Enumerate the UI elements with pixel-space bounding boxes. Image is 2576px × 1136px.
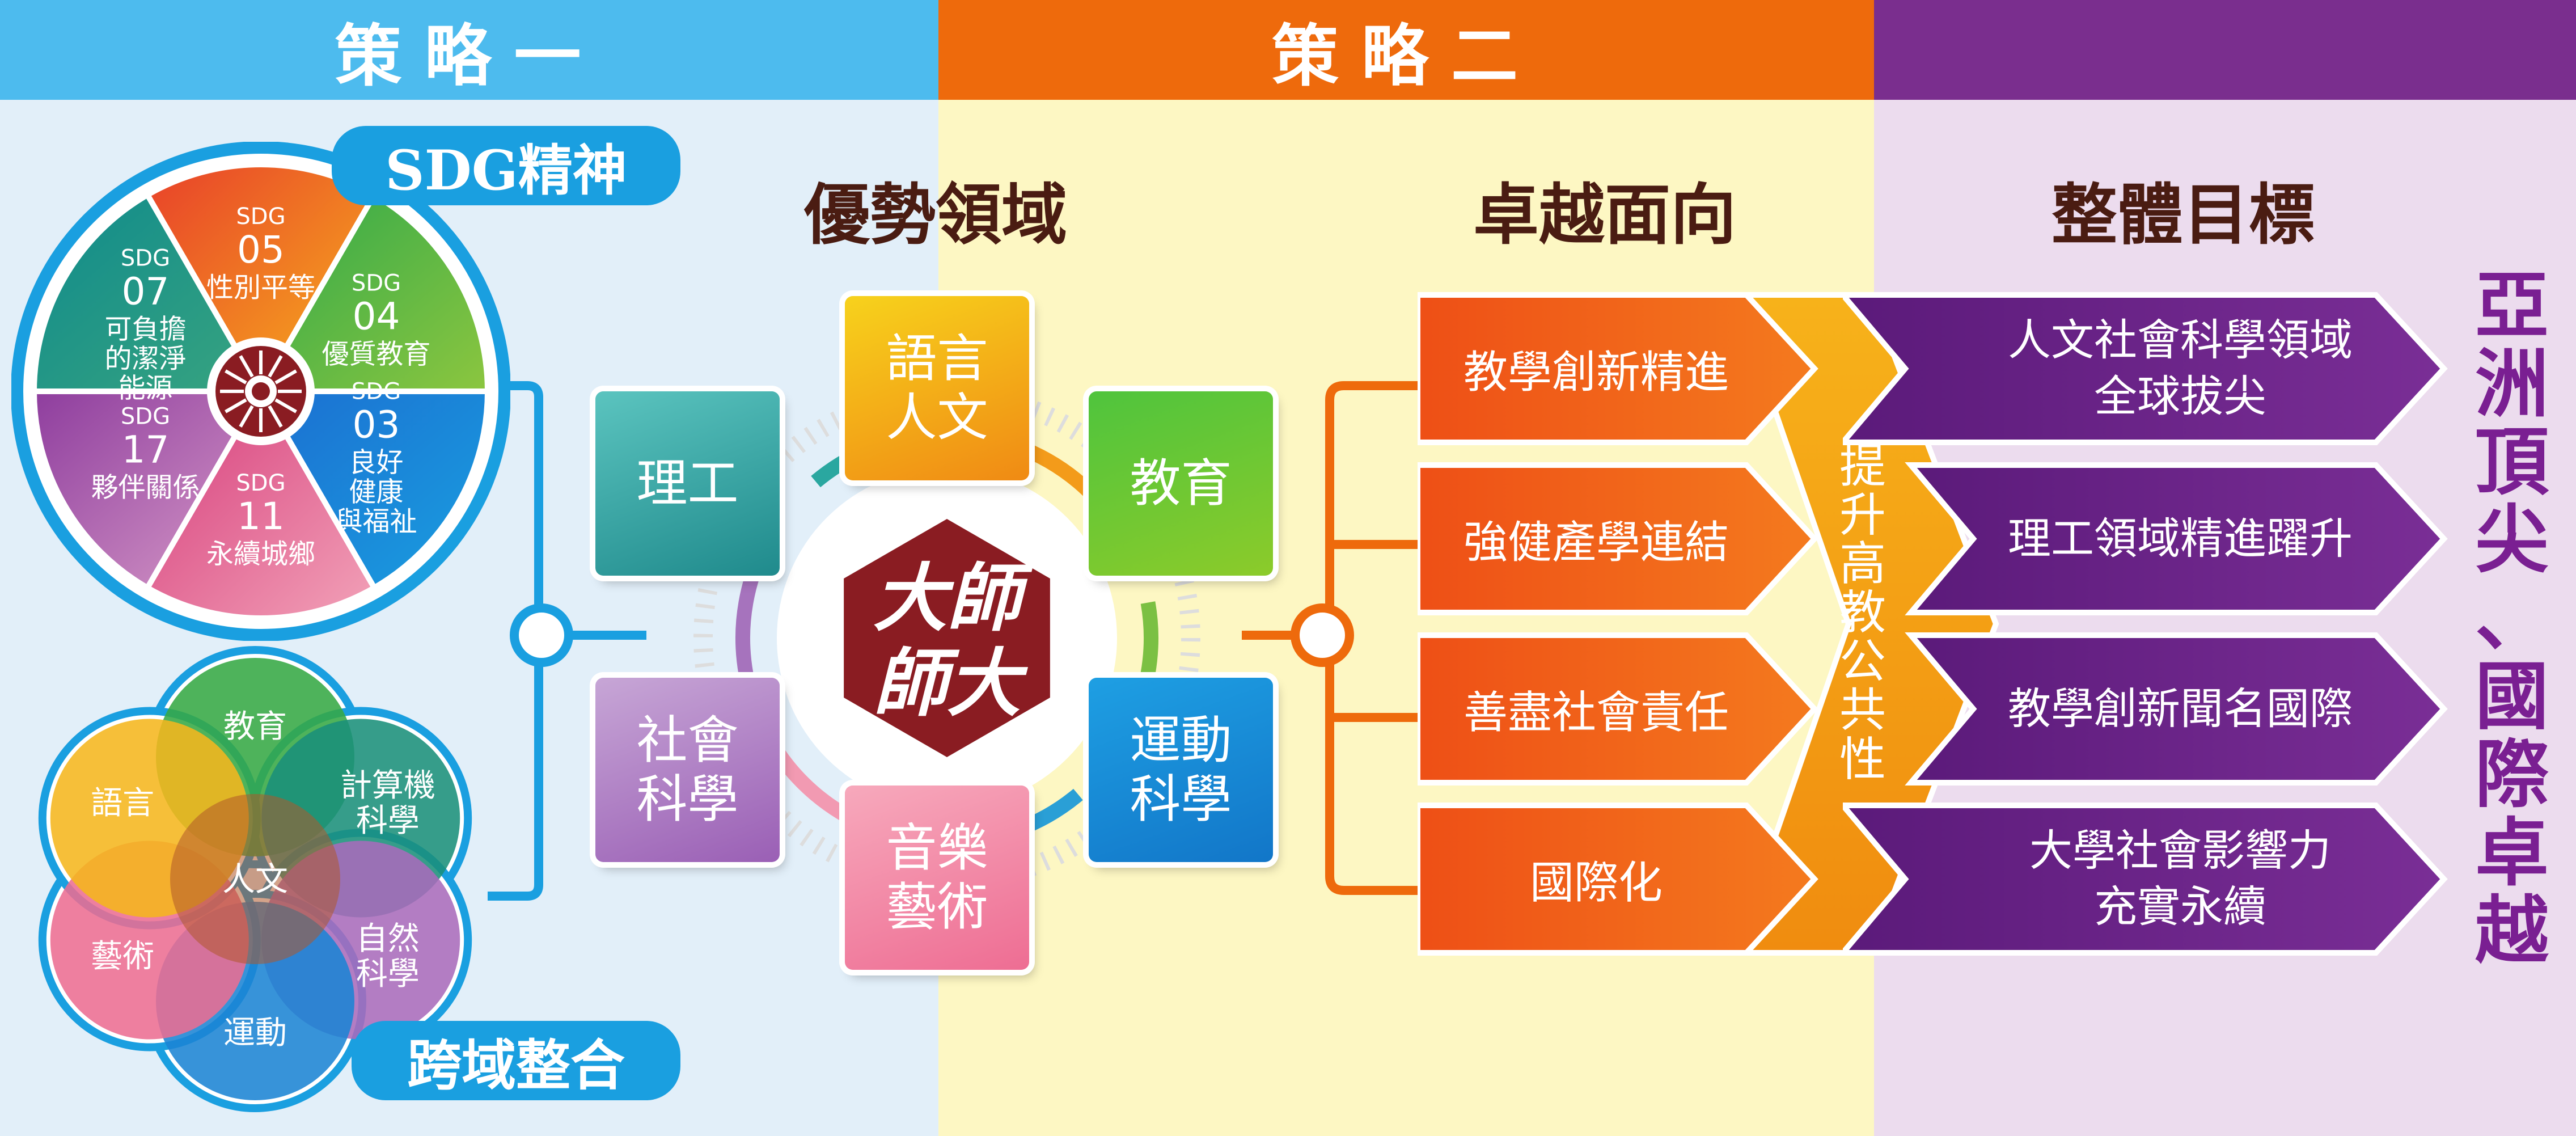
sdg-label: 優質教育 [322,339,431,370]
sdg-label: 永續城鄉 [206,538,315,570]
excellence-arrow-1 [1418,462,1818,615]
excellence-arrow-2 [1418,632,1818,786]
domain-tile-label: 語言人文 [886,329,988,447]
domain-tile-0: 語言人文 [845,296,1029,480]
sdg-label: 性別平等 [206,272,315,303]
logo-text-line: 大師 [873,555,1034,641]
petal-label: 科學 [356,803,420,839]
domain-tile-label: 社會科學 [636,711,739,829]
strategy-one-header: 策略一 [0,0,938,100]
goal-item-label: 教學創新聞名國際 [2008,683,2353,734]
flower-center [170,794,340,964]
excellence-item-label: 強健產學連結 [1463,517,1729,568]
excellence-aspects-title: 卓越面向 [1473,176,1736,254]
petal-label: 自然 [356,920,420,957]
sdg-number: 04 [353,295,400,339]
ring-dotted [693,385,1200,892]
petal-label: 藝術 [91,938,154,975]
domain-tile-3: 音樂藝術 [845,786,1029,970]
goal-arrows [1843,292,2448,956]
goal-item-label: 大學社會影響力充實永續 [2029,825,2331,932]
excellence-arrow-0 [1418,292,1818,445]
sdg-tag: SDG [236,204,285,230]
petal-label: 語言 [91,785,154,822]
center-arrow-text: 提升高教公共性 [1839,440,1886,787]
sdg-spirit-label: SDG精神 [385,138,627,202]
domain-tile-5: 理工 [595,391,780,576]
petal-label: 運動 [223,1015,287,1051]
left-junction-node [510,603,573,667]
sdg-number: 05 [237,228,285,272]
sdg-segment-shape [31,388,266,592]
overall-goals-title: 整體目標 [2052,176,2315,254]
sdg-segment-shape [256,191,491,394]
domain-tile-4: 社會科學 [595,678,780,862]
petal-label: 科學 [356,956,420,993]
strategy-one-label: 策略一 [335,16,604,95]
sdg-label: 健康 [349,476,404,508]
sdg-label: 良好 [349,447,404,479]
domain-tile-label: 音樂藝術 [886,818,988,937]
petal-label: 計算機 [340,767,435,804]
goal-arrow-0 [1843,292,2448,445]
domain-tile-2: 運動科學 [1089,678,1273,862]
sdg-label: 的潔淨 [104,343,186,375]
sdg-spirit-badge: SDG精神 [332,126,680,205]
excellence-item-label: 教學創新精進 [1463,347,1729,398]
right-junction-node [1291,603,1354,667]
sdg-tag: SDG [352,271,401,297]
cross-domain-badge: 跨域整合 [352,1021,680,1100]
sdg-label: 與福祉 [336,506,417,538]
strategy-two-header: 策略二 [938,0,1874,100]
sdg-tag: SDG [121,246,170,272]
goal-item-label: 人文社會科學領域全球拔尖 [2008,315,2353,421]
strategy-two-label: 策略二 [1271,16,1541,95]
excellence-arrow-3 [1418,803,1818,956]
logo-text-line: 師大 [873,640,1029,727]
university-emblem-icon [207,337,315,445]
flower-center-label: 人文 [222,860,288,898]
sdg-number: 11 [237,495,285,538]
petal-label: 教育 [223,708,287,745]
sdg-segment-shape [256,388,491,592]
goal-item-label: 理工領域精進躍升 [2008,513,2353,564]
domain-tile-label: 理工 [636,453,739,513]
excellence-item-label: 國際化 [1529,858,1663,909]
vision-statement: 亞洲頂尖、國際卓越 [2475,262,2549,974]
excellence-arrows [1418,292,1999,956]
sdg-label: 夥伴關係 [91,472,200,504]
goal-header-band [1874,0,2576,100]
sdg-tag: SDG [121,404,170,430]
domain-tile-1: 教育 [1089,391,1273,576]
advantage-domains-title: 優勢領域 [804,176,1067,254]
goal-arrow-3 [1843,803,2448,956]
domain-tile-label: 運動科學 [1130,711,1232,829]
domain-tile-label: 教育 [1130,453,1232,513]
sdg-number: 07 [121,270,169,314]
sdg-number: 03 [353,403,400,447]
sdg-tag: SDG [236,470,285,496]
sdg-segment-shape [31,191,266,394]
excellence-item-label: 善盡社會責任 [1463,687,1729,738]
goal-arrow-1 [1905,462,2448,615]
cross-domain-label: 跨域整合 [407,1033,625,1097]
sdg-label: 可負擔 [104,314,186,345]
sdg-segment-shape [143,386,378,621]
sdg-number: 17 [121,428,169,472]
sdg-tag: SDG [352,379,401,405]
goal-arrow-2 [1905,632,2448,786]
sdg-label: 能源 [118,373,172,404]
